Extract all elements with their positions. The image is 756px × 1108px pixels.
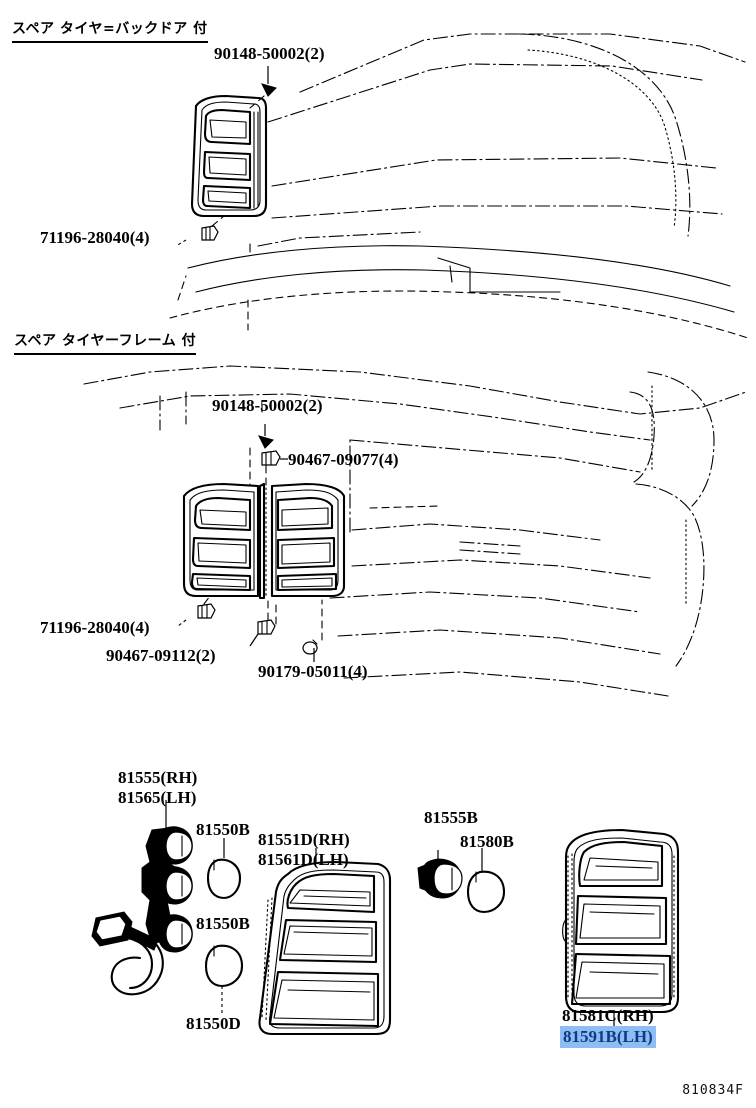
callout-90148-50002-upper[interactable]: 90148-50002(2) xyxy=(214,44,325,63)
callout-81591b-lh-selected[interactable]: 81591B(LH) xyxy=(560,1026,656,1048)
section-heading-upper: スペア タイヤ=バックドア 付 xyxy=(12,18,208,43)
callout-90148-50002-middle[interactable]: 90148-50002(2) xyxy=(212,396,323,415)
callout-81555-rh[interactable]: 81555(RH) xyxy=(118,768,198,787)
callout-81551d-rh[interactable]: 81551D(RH) xyxy=(258,830,350,849)
callout-81555b[interactable]: 81555B xyxy=(424,808,478,827)
callout-90467-09077[interactable]: 90467-09077(4) xyxy=(288,450,399,469)
upper-tail-lamp-art xyxy=(190,94,268,218)
middle-fastener-stud-90148 xyxy=(249,403,274,487)
callout-81550d[interactable]: 81550D xyxy=(186,1014,241,1033)
callout-90179-05011[interactable]: 90179-05011(4) xyxy=(258,662,368,681)
middle-clip-71196 xyxy=(177,595,216,627)
drawing-code: 810834F xyxy=(682,1083,744,1098)
section-heading-middle: スペア タイヤーフレーム 付 xyxy=(14,330,197,355)
lower-left-lens-art xyxy=(258,848,392,1036)
callout-81580b[interactable]: 81580B xyxy=(460,832,514,851)
callout-71196-28040-upper[interactable]: 71196-28040(4) xyxy=(40,228,150,247)
middle-bolt-90179 xyxy=(302,599,323,662)
bulb-81550d-art xyxy=(204,944,244,1014)
bulb-81550b-upper-art xyxy=(206,838,242,900)
lower-right-lens-art xyxy=(562,828,680,1026)
socket-81555b-art xyxy=(417,850,463,899)
upper-clip-71196 xyxy=(175,215,225,247)
upper-fastener-stud xyxy=(249,66,277,109)
middle-clip-90467-09077 xyxy=(261,450,288,487)
middle-tail-lamp-art xyxy=(182,482,346,600)
callout-81550b-lower[interactable]: 81550B xyxy=(196,914,250,933)
callout-90467-09112[interactable]: 90467-09112(2) xyxy=(106,646,216,665)
callout-81561d-lh[interactable]: 81561D(LH) xyxy=(258,850,349,869)
callout-71196-28040-middle[interactable]: 71196-28040(4) xyxy=(40,618,150,637)
callout-81565-lh[interactable]: 81565(LH) xyxy=(118,788,197,807)
middle-clip-90467-09112 xyxy=(249,599,277,647)
callout-81550b-upper[interactable]: 81550B xyxy=(196,820,250,839)
callout-81581c-rh[interactable]: 81581C(RH) xyxy=(562,1006,654,1025)
upper-body-outline xyxy=(169,33,749,339)
bulb-81580b-art xyxy=(466,848,506,914)
lamp-socket-harness-art xyxy=(91,800,193,996)
